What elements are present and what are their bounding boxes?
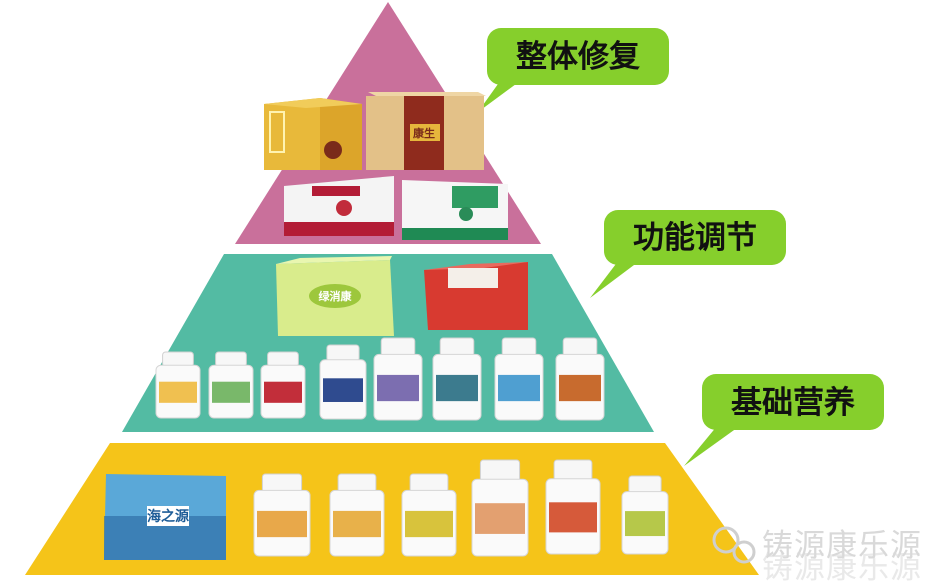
- product-box-white-green: [402, 180, 508, 240]
- product-bottle: [261, 352, 305, 418]
- product-bottle: [374, 338, 422, 420]
- watermark-text: 铸源康乐源: [762, 520, 922, 565]
- tier-label-middle: 功能调节: [633, 220, 757, 256]
- product-bottle: [330, 474, 384, 556]
- product-bottle: [622, 476, 668, 554]
- tier-label-top: 整体修复: [516, 39, 640, 75]
- product-bottle: [402, 474, 456, 556]
- product-bottle: [320, 345, 366, 419]
- product-label-kangsheng: 康生: [413, 126, 435, 140]
- product-label-haizhiyuan: 海之源: [147, 508, 189, 525]
- product-bottle: [254, 474, 310, 556]
- product-bottle: [472, 460, 528, 556]
- product-box-yellow: [264, 98, 362, 170]
- tier-label-bottom: 基础营养: [731, 385, 855, 421]
- product-bottle: [209, 352, 253, 418]
- product-bottle: [156, 352, 200, 418]
- product-bottle: [546, 460, 600, 554]
- product-box-white-red: [284, 176, 394, 236]
- product-box-red: [424, 262, 528, 330]
- product-bottle: [556, 338, 604, 420]
- product-bottle: [495, 338, 543, 420]
- product-bottle: [433, 338, 481, 420]
- product-label-green: 绿消康: [319, 289, 353, 303]
